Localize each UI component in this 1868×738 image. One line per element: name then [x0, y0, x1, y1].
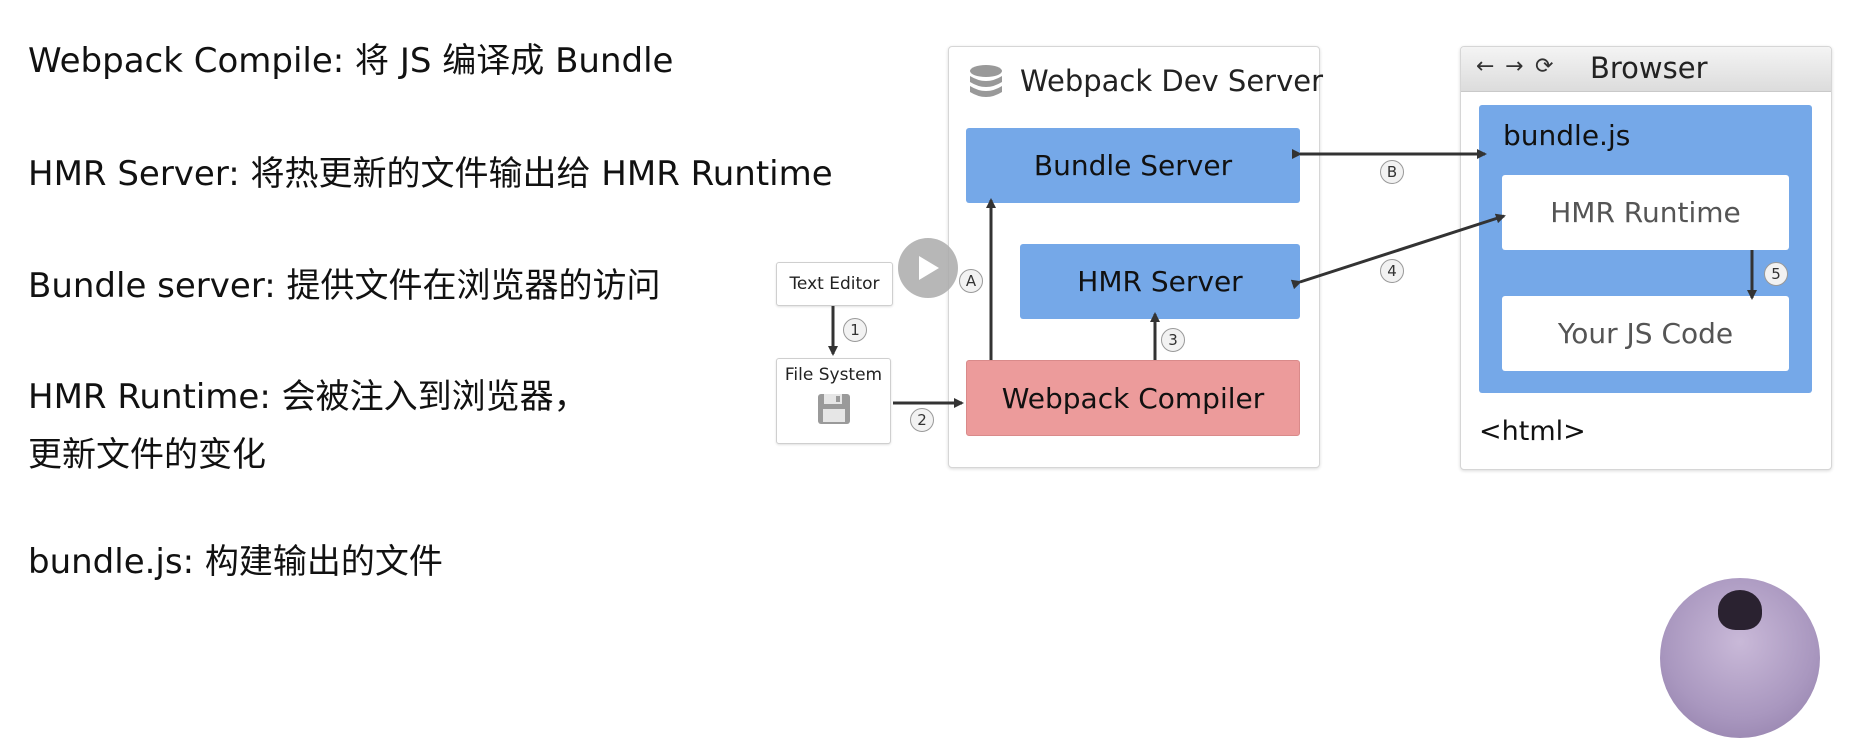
badge-1: 1: [843, 318, 867, 342]
your-js-code-label: Your JS Code: [1557, 317, 1734, 350]
hmr-runtime-box: HMR Runtime: [1502, 175, 1789, 250]
note-bundle-js: bundle.js: 构建输出的文件: [28, 542, 443, 582]
browser-toolbar: [1461, 47, 1831, 92]
badge-4: 4: [1380, 259, 1404, 283]
arrow-layer: [828, 149, 1757, 408]
note-webpack-compile: Webpack Compile: 将 JS 编译成 Bundle: [28, 41, 674, 81]
play-icon: [919, 256, 939, 280]
text-editor-box: Text Editor: [776, 262, 893, 306]
reload-icon[interactable]: ⟳: [1535, 54, 1554, 79]
back-arrow-icon[interactable]: ←: [1476, 54, 1495, 79]
bundle-js-label: bundle.js: [1503, 119, 1631, 152]
badge-b: B: [1380, 160, 1404, 184]
database-icon: [970, 65, 1002, 97]
note-hmr-server: HMR Server: 将热更新的文件输出给 HMR Runtime: [28, 154, 833, 194]
note-hmr-runtime: HMR Runtime: 会被注入到浏览器，: [28, 377, 588, 417]
note-hmr-runtime-cont: 更新文件的变化: [28, 435, 266, 475]
badge-5: 5: [1764, 262, 1788, 286]
forward-arrow-icon[interactable]: →: [1505, 54, 1524, 79]
webpack-compiler-label: Webpack Compiler: [1001, 381, 1265, 415]
text-editor-label: Text Editor: [789, 274, 880, 294]
badge-3: 3: [1161, 328, 1185, 352]
dev-server-title: Webpack Dev Server: [1020, 64, 1324, 98]
webpack-compiler-box: Webpack Compiler: [966, 360, 1300, 436]
play-button[interactable]: [898, 238, 958, 298]
browser-title: Browser: [1590, 51, 1708, 85]
your-js-code-box: Your JS Code: [1502, 296, 1789, 371]
arrow-hmr-server-hmr-runtime: [1290, 213, 1506, 290]
file-system-box: File System: [776, 358, 891, 444]
badge-2: 2: [910, 408, 934, 432]
hmr-server-label: HMR Server: [1077, 265, 1243, 298]
presenter-avatar: [1660, 578, 1820, 738]
bundle-server-box: Bundle Server: [966, 128, 1300, 203]
html-tag-label: <html>: [1479, 416, 1586, 447]
hmr-runtime-label: HMR Runtime: [1550, 196, 1741, 229]
floppy-disk-icon: [817, 394, 850, 424]
bundle-server-label: Bundle Server: [1033, 149, 1233, 182]
hmr-server-box: HMR Server: [1020, 244, 1300, 319]
file-system-label: File System: [784, 365, 883, 385]
note-bundle-server: Bundle server: 提供文件在浏览器的访问: [28, 266, 661, 306]
badge-a: A: [959, 269, 983, 293]
